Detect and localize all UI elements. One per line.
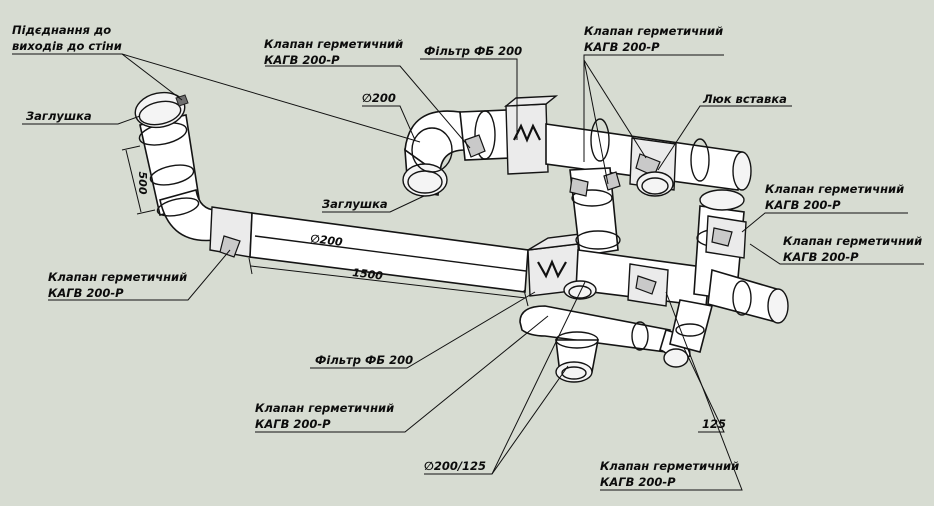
label-connection-line-2: виходів до стіни	[12, 39, 122, 53]
label-valve-top-left-line-1: Клапан герметичний	[264, 37, 404, 51]
label-diameter-top: ∅200	[362, 91, 396, 105]
label-valve-top-left-line-2: КАГВ 200-Р	[264, 53, 340, 67]
right-branch	[693, 189, 789, 324]
label-valve-right-2-line-1: Клапан герметичний	[783, 234, 923, 248]
lower-sweep-pipe	[519, 305, 691, 368]
label-plug-left: Заглушка	[26, 109, 92, 123]
label-connection-line-1: Підєднання до	[12, 23, 112, 37]
top-left-valve-body	[459, 109, 511, 161]
dimension-riser-500: 500	[121, 145, 156, 215]
left-riser-pipe	[138, 114, 221, 242]
label-valve-top-right-line-1: Клапан герметичний	[584, 24, 724, 38]
top-left-elbow	[402, 110, 466, 197]
dim-d200-main-text: ∅200	[310, 232, 344, 249]
label-valve-bottom-mid: Клапан герметичний КАГВ 200-Р	[255, 400, 394, 432]
label-valve-left-line-2: КАГВ 200-Р	[48, 286, 124, 300]
label-valve-left-line-1: Клапан герметичний	[48, 270, 188, 284]
label-valve-right-2-line-2: КАГВ 200-Р	[783, 250, 859, 264]
label-valve-right-1-line-1: Клапан герметичний	[765, 182, 905, 196]
label-valve-bottom-right: Клапан герметичний КАГВ 200-Р	[600, 458, 739, 490]
lower-manifold	[563, 249, 711, 307]
leader-lines	[12, 53, 924, 491]
label-valve-bottom-mid-line-1: Клапан герметичний	[255, 401, 395, 415]
hatch-insert-body	[636, 171, 674, 197]
right-lower-riser	[669, 299, 713, 353]
label-valve-top-right-line-2: КАГВ 200-Р	[584, 40, 660, 54]
reducer-cone	[555, 331, 599, 383]
label-hatch-insert: Люк вставка	[703, 92, 787, 106]
centre-tee	[569, 167, 621, 257]
label-plug-mid: Заглушка	[322, 197, 388, 211]
label-connection-to-wall: Підєднання до виходів до стіни	[12, 22, 122, 54]
label-size-125: 125	[702, 417, 727, 431]
main-duct	[249, 212, 529, 293]
label-filter-top: Фільтр ФБ 200	[424, 44, 523, 58]
left-valve-body	[209, 206, 253, 258]
dim-500-text: 500	[136, 172, 149, 195]
label-valve-bottom-right-line-2: КАГВ 200-Р	[600, 475, 676, 489]
label-valve-bottom-right-line-1: Клапан герметичний	[600, 459, 740, 473]
label-valve-bottom-mid-line-2: КАГВ 200-Р	[255, 417, 331, 431]
label-filter-bottom: Фільтр ФБ 200	[315, 353, 414, 367]
label-valve-top-right: Клапан герметичний КАГВ 200-Р	[584, 23, 723, 55]
label-valve-top-left: Клапан герметичний КАГВ 200-Р	[264, 36, 403, 68]
label-valve-right-1-line-2: КАГВ 200-Р	[765, 198, 841, 212]
dim-1500-text: 1500	[352, 266, 384, 283]
label-reducer: ∅200/125	[424, 459, 487, 473]
label-valve-left: Клапан герметичний КАГВ 200-Р	[48, 269, 187, 301]
dimension-main-1500: 1500	[248, 257, 529, 307]
label-valve-right-2: Клапан герметичний КАГВ 200-Р	[783, 233, 922, 265]
label-valve-right-1: Клапан герметичний КАГВ 200-Р	[765, 181, 904, 213]
